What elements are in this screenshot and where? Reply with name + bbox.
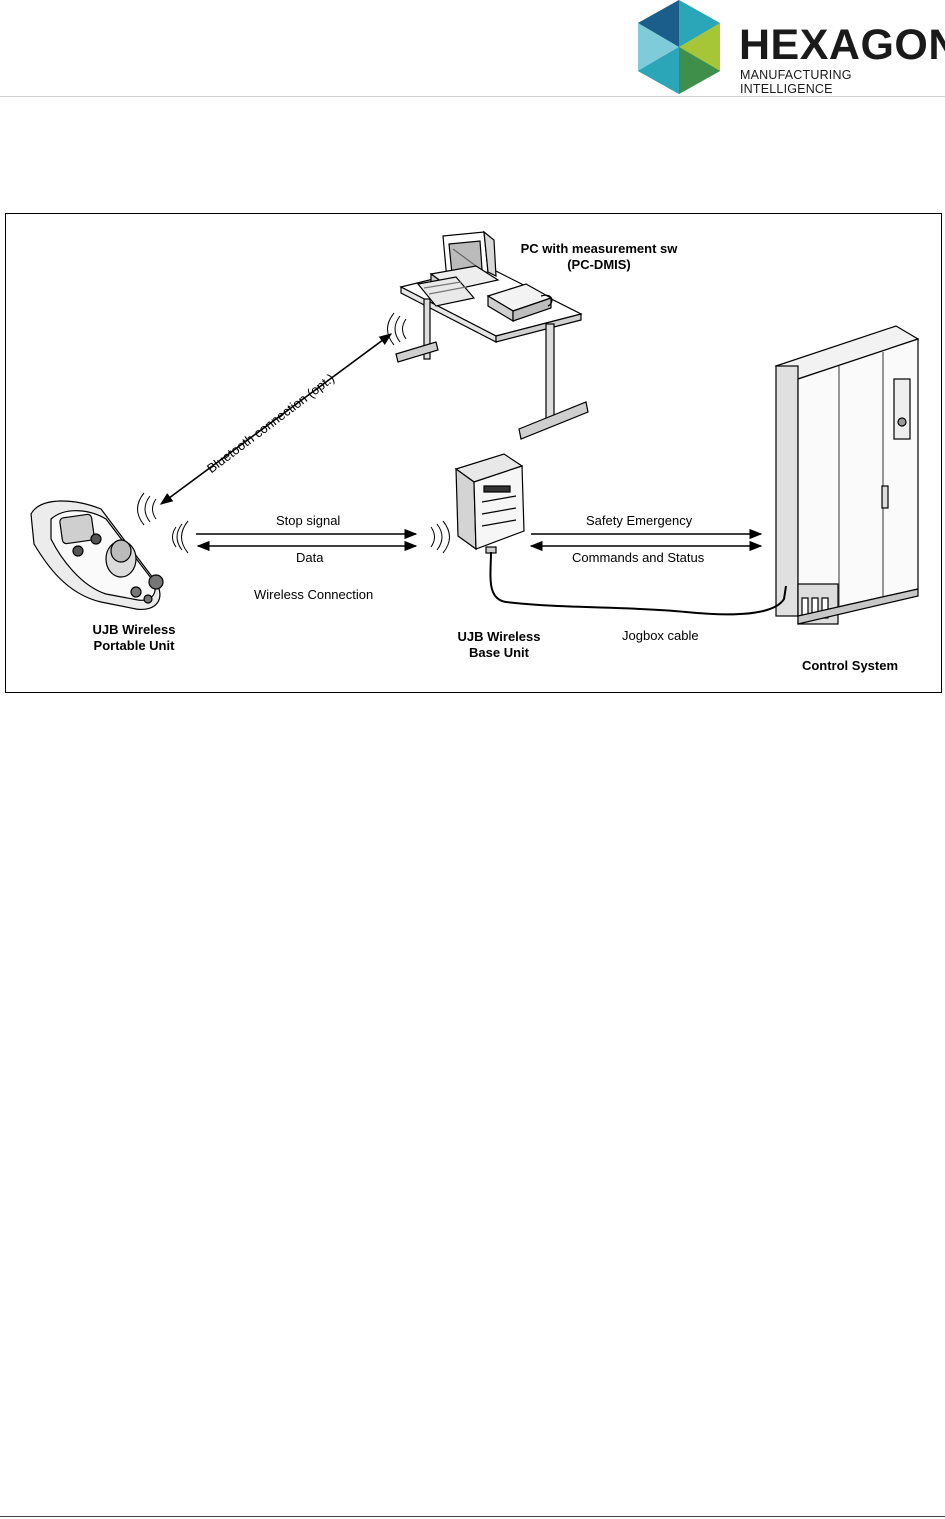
portable-unit-label: UJB Wireless Portable Unit: [74, 622, 194, 654]
portable-label-line1: UJB Wireless: [74, 622, 194, 638]
base-unit-icon: [456, 454, 524, 553]
base-unit-label: UJB Wireless Base Unit: [439, 629, 559, 661]
data-label: Data: [296, 550, 323, 566]
base-label-line2: Base Unit: [439, 645, 559, 661]
stop-signal-label: Stop signal: [276, 513, 340, 529]
brand-name: HEXAGON: [739, 24, 945, 67]
header-divider: [0, 96, 945, 97]
hexagon-logo-icon: [638, 0, 720, 94]
control-cabinet-icon: [776, 326, 918, 624]
wireless-connection-label: Wireless Connection: [254, 587, 373, 603]
control-system-label: Control System: [790, 658, 910, 674]
diagram-drawing: [6, 214, 941, 692]
page-header: HEXAGON MANUFACTURING INTELLIGENCE: [0, 0, 945, 97]
brand-tagline: MANUFACTURING INTELLIGENCE: [740, 68, 945, 96]
safety-emergency-label: Safety Emergency: [586, 513, 692, 529]
pc-label-line1: PC with measurement sw: [514, 241, 684, 257]
system-diagram: PC with measurement sw (PC-DMIS) Bluetoo…: [5, 213, 942, 693]
jogbox-cable-label: Jogbox cable: [622, 628, 699, 644]
portable-label-line2: Portable Unit: [74, 638, 194, 654]
commands-status-label: Commands and Status: [572, 550, 704, 566]
portable-unit-icon: [31, 501, 163, 609]
base-label-line1: UJB Wireless: [439, 629, 559, 645]
pc-label-line2: (PC-DMIS): [514, 257, 684, 273]
footer-divider: [0, 1516, 945, 1517]
pc-label: PC with measurement sw (PC-DMIS): [514, 241, 684, 273]
